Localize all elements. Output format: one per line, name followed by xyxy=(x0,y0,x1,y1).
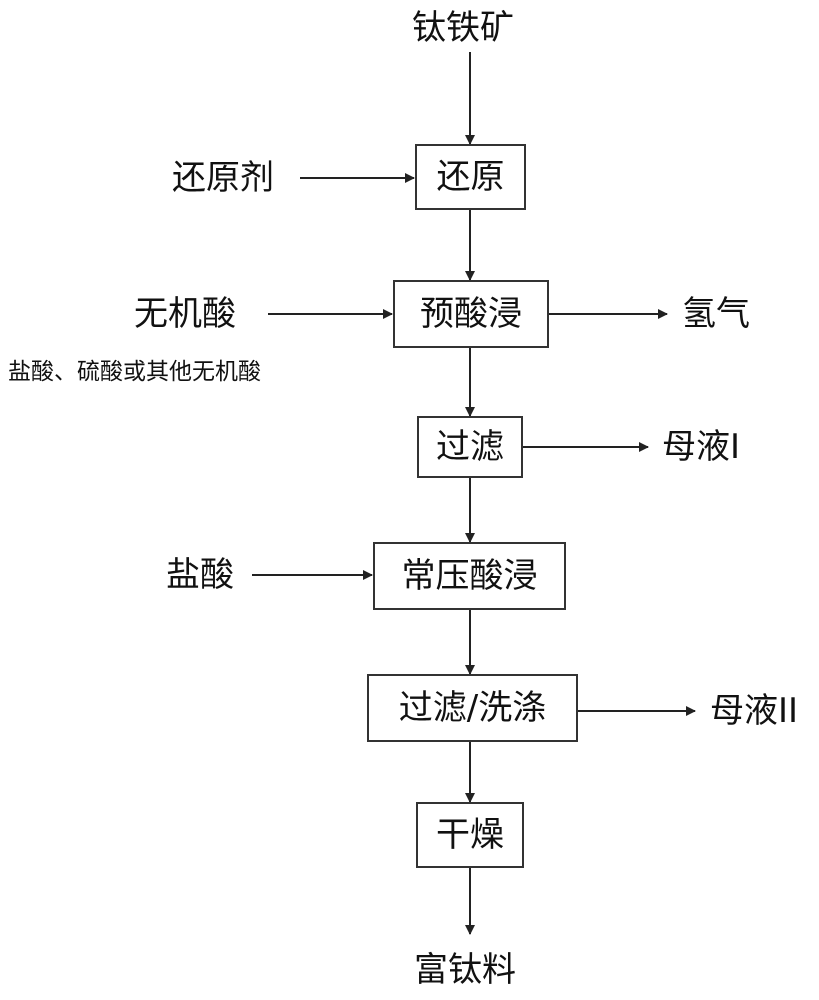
pre-acid-leach-box: 预酸浸 xyxy=(393,280,549,348)
atmospheric-acid-leach-box: 常压酸浸 xyxy=(373,542,566,610)
inorganic-acid-label: 无机酸 xyxy=(134,294,236,334)
drying-box: 干燥 xyxy=(416,802,524,868)
mother-liquor-2-label: 母液II xyxy=(710,691,799,731)
hydrogen-label: 氢气 xyxy=(682,294,750,334)
pre-acid-leach-label: 预酸浸 xyxy=(420,294,522,334)
filtration-washing-label: 过滤/洗涤 xyxy=(398,688,547,728)
titanium-rich-material-label: 富钛料 xyxy=(414,950,516,990)
atmospheric-acid-leach-label: 常压酸浸 xyxy=(401,556,538,596)
filtration-box: 过滤 xyxy=(417,416,523,478)
reduction-label: 还原 xyxy=(436,157,505,197)
ilmenite-label: 钛铁矿 xyxy=(412,8,514,48)
filtration-label: 过滤 xyxy=(436,427,504,467)
hydrochloric-acid-label: 盐酸 xyxy=(166,555,234,595)
drying-label: 干燥 xyxy=(436,815,504,855)
reduction-box: 还原 xyxy=(415,144,526,210)
mother-liquor-1-label: 母液I xyxy=(662,427,741,467)
reducing-agent-label: 还原剂 xyxy=(172,158,274,198)
filtration-washing-box: 过滤/洗涤 xyxy=(367,674,578,742)
acid-note-label: 盐酸、硫酸或其他无机酸 xyxy=(8,359,261,385)
